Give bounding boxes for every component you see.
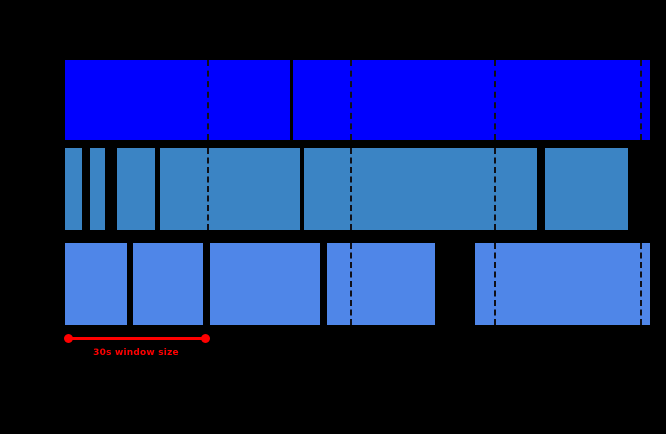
- segment-bar[interactable]: [475, 243, 650, 325]
- annotation-label: 30s window size: [93, 348, 179, 358]
- segment-bar[interactable]: [160, 148, 300, 230]
- segment-bar[interactable]: [117, 148, 155, 230]
- annotation-cap-right: [201, 334, 210, 343]
- segment-bar[interactable]: [304, 148, 537, 230]
- segment-bar[interactable]: [545, 148, 628, 230]
- segment-bar[interactable]: [65, 243, 127, 325]
- segment-bar[interactable]: [65, 60, 290, 140]
- annotation-line: [68, 337, 205, 340]
- annotation-cap-left: [64, 334, 73, 343]
- segment-bar[interactable]: [65, 148, 82, 230]
- timeline-track-2: [0, 148, 666, 230]
- segment-bar[interactable]: [133, 243, 203, 325]
- segment-bar[interactable]: [327, 243, 435, 325]
- segment-bar[interactable]: [210, 243, 320, 325]
- segment-bar[interactable]: [293, 60, 650, 140]
- timeline-track-3: [0, 243, 666, 325]
- timeline-track-1: [0, 60, 666, 140]
- segment-bar[interactable]: [90, 148, 105, 230]
